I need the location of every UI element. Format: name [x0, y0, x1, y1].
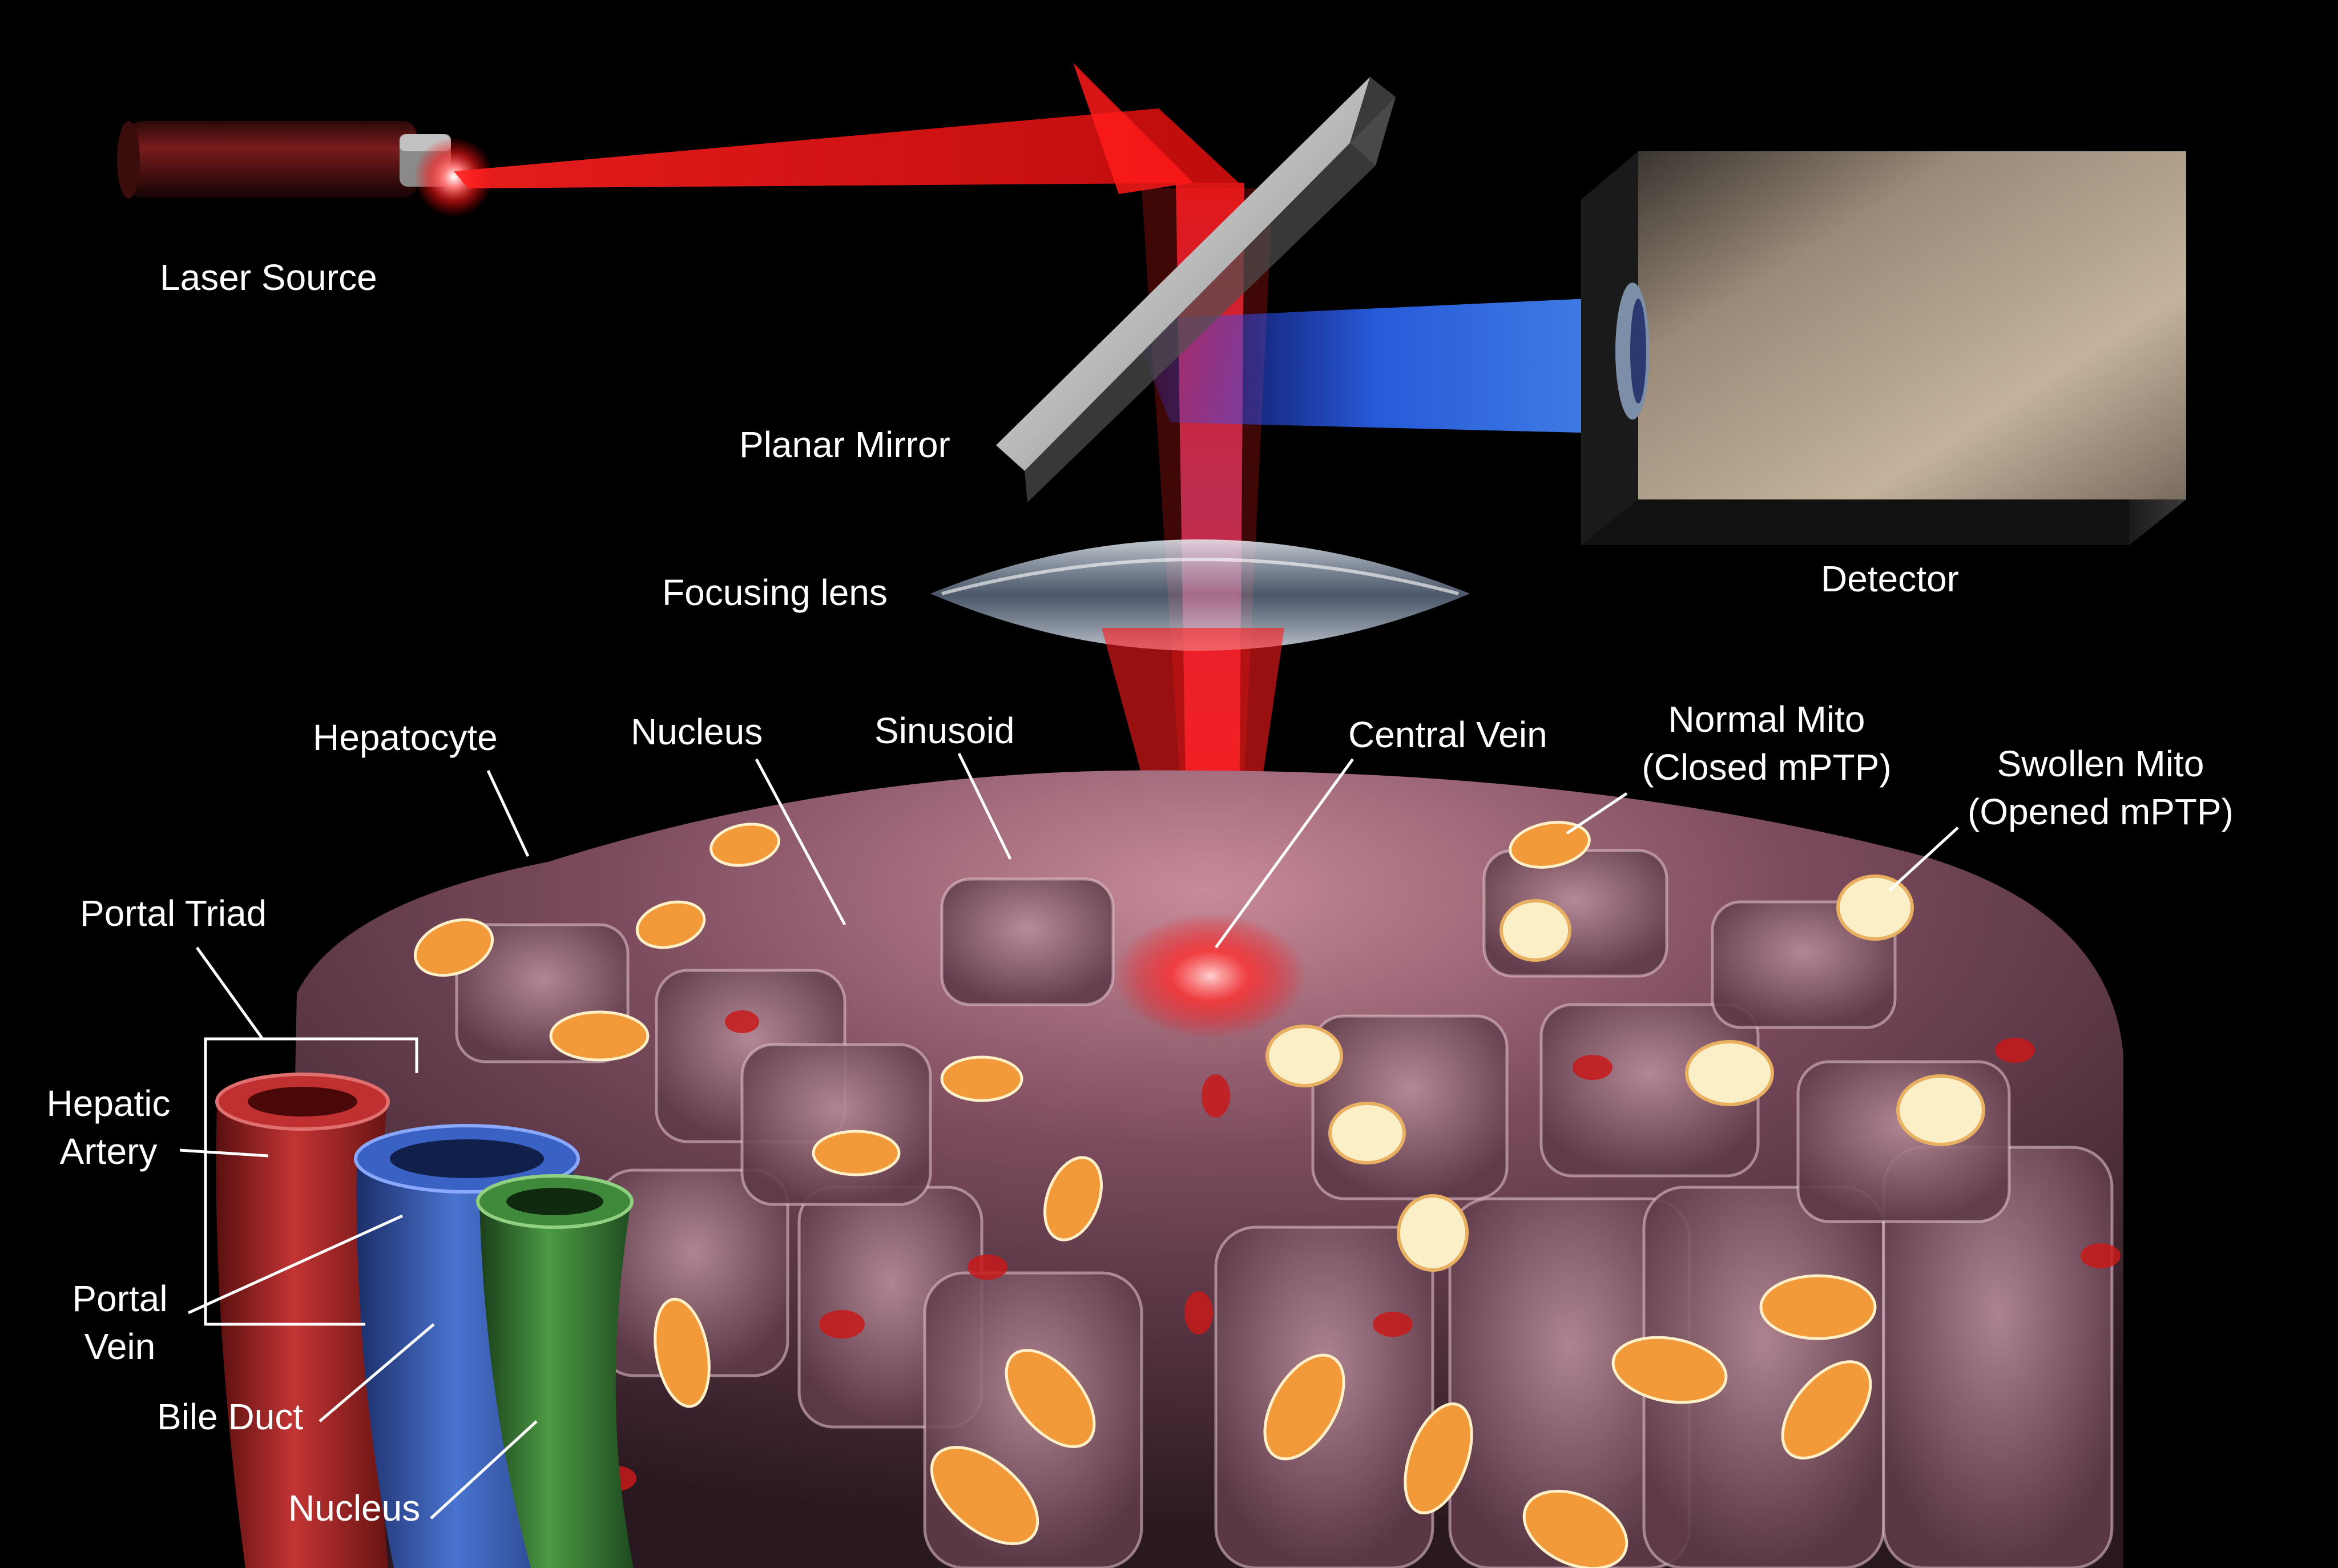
- label-swollen-mito-line1: Swollen Mito: [1997, 743, 2204, 784]
- portal-triad-bracket: [263, 1037, 418, 1073]
- leader-lines: [179, 752, 1959, 1519]
- label-central-vein: Central Vein: [1348, 714, 1547, 755]
- label-hepatic-artery-line1: Hepatic: [46, 1083, 171, 1124]
- label-laser-source: Laser Source: [160, 257, 377, 298]
- label-detector: Detector: [1821, 558, 1959, 599]
- label-normal-mito-line2: (Closed mPTP): [1642, 747, 1892, 788]
- label-portal-vein-line2: Vein: [84, 1326, 156, 1367]
- label-swollen-mito: Swollen Mito (Opened mPTP): [1949, 740, 2252, 836]
- label-normal-mito-line1: Normal Mito: [1668, 699, 1865, 740]
- planar-mirror-icon: [996, 77, 1396, 502]
- laser-source-icon: [117, 121, 494, 217]
- emission-beam: [1130, 297, 1627, 434]
- detector-icon: [1581, 151, 2186, 545]
- focusing-lens-icon: [930, 539, 1470, 651]
- label-hepatic-artery: Hepatic Artery: [29, 1079, 188, 1175]
- label-hepatocyte: Hepatocyte: [313, 717, 498, 758]
- label-portal-vein-line1: Portal: [72, 1278, 168, 1319]
- label-nucleus-top: Nucleus: [631, 711, 763, 752]
- label-normal-mito: Normal Mito (Closed mPTP): [1627, 695, 1906, 791]
- tissue-lobule-illustration: [285, 770, 2123, 1568]
- label-nucleus-bottom: Nucleus: [288, 1488, 421, 1529]
- bile-duct-vessel: [476, 1174, 634, 1568]
- portal-triad-bracket-left: [204, 1037, 365, 1326]
- label-bile-duct: Bile Duct: [157, 1396, 304, 1437]
- label-portal-vein: Portal Vein: [54, 1275, 186, 1371]
- label-focusing-lens: Focusing lens: [662, 572, 888, 613]
- label-sinusoid: Sinusoid: [874, 710, 1015, 751]
- label-hepatic-artery-line2: Artery: [59, 1131, 158, 1172]
- label-planar-mirror: Planar Mirror: [739, 424, 950, 465]
- hepatic-artery-vessel: [215, 1073, 390, 1568]
- label-swollen-mito-line2: (Opened mPTP): [1968, 791, 2234, 832]
- label-portal-triad: Portal Triad: [80, 893, 267, 934]
